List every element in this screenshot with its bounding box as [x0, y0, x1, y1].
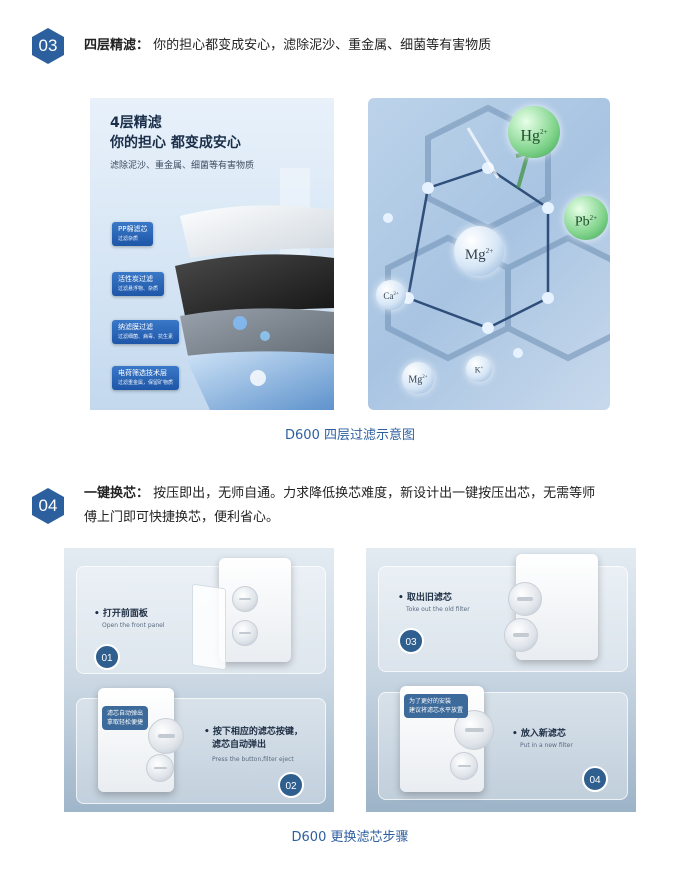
- hexagon-icon: [32, 28, 64, 64]
- filter-layers-image: 4层精滤 你的担心 都变成安心 滤除泥沙、重金属、细菌等有害物质 PP棉: [90, 98, 334, 410]
- layer-label-carbon: 活性炭过滤 过滤悬浮物、杂质: [112, 272, 165, 296]
- ion-k: K+: [466, 356, 492, 382]
- image-headline-1: 4层精滤: [110, 115, 162, 131]
- filter-steps-image-right: • 取出旧滤芯 Toke out the old filter 03 为了更好的…: [366, 548, 636, 812]
- image-headline-2: 你的担心 都变成安心: [110, 135, 241, 151]
- step-02-title: • 按下相应的滤芯按键， 滤芯自动弹出: [204, 727, 303, 750]
- filter-cartridge: [232, 620, 258, 646]
- ion-hg: Hg2+: [508, 106, 560, 158]
- purifier-unit-01: [219, 558, 291, 662]
- filter-cartridge-removed: [504, 618, 538, 652]
- section-3-title: 四层精滤：: [84, 38, 150, 53]
- figure-caption-steps: D600 更换滤芯步骤: [291, 830, 409, 845]
- section-4-title: 一键换芯：: [84, 486, 150, 501]
- layer-label-nanofiltration: 纳滤膜过滤 过滤细菌、病毒、抗生素: [112, 320, 180, 344]
- filter-steps-image-left: • 打开前面板 Open the front panel 01 滤芯自动弹出拿取…: [64, 548, 334, 812]
- section-number: 04: [38, 496, 58, 515]
- step-03-number: 03: [398, 628, 424, 654]
- section-number: 03: [38, 36, 58, 55]
- step-01-sub: Open the front panel: [102, 622, 165, 629]
- section-4-desc-2: 傅上门即可快捷换芯，便利省心。: [84, 510, 280, 525]
- filter-cartridge-ejected: [148, 718, 184, 754]
- section-number-badge-04: 04: [32, 488, 64, 524]
- step-04-title: • 放入新滤芯: [512, 729, 566, 739]
- section-4-text: 一键换芯： 按压即出，无师自通。力求降低换芯难度，新设计出一键按压出芯，无需等师…: [84, 482, 674, 530]
- step-04-sub: Put in a new filter: [520, 742, 573, 749]
- ion-mg-bottom: Mg2+: [402, 362, 434, 394]
- step-04-tip-bubble: 为了更好的安装建议将滤芯水平放置: [404, 694, 469, 718]
- step-03-title: • 取出旧滤芯: [398, 593, 452, 603]
- step-04-number: 04: [582, 766, 608, 792]
- front-panel-open: [192, 583, 226, 671]
- section-3-text: 四层精滤： 你的担心都变成安心，滤除泥沙、重金属、细菌等有害物质: [84, 34, 491, 58]
- step-02-number: 02: [278, 772, 304, 798]
- hex-lattice-graphic: [383, 104, 610, 362]
- layer-label-charge-screening: 电荷筛选技术层 过滤重金属，保留矿物质: [112, 366, 180, 390]
- filter-cartridge: [450, 752, 478, 780]
- section-4-desc-1: 按压即出，无师自通。力求降低换芯难度，新设计出一键按压出芯，无需等师: [153, 486, 596, 501]
- step-02-sub: Press the button,filter eject: [212, 756, 294, 763]
- step-01-number: 01: [94, 644, 120, 670]
- section-3-desc: 你的担心都变成安心，滤除泥沙、重金属、细菌等有害物质: [153, 38, 492, 53]
- ion-filtering-image: Hg2+ Pb2+ Mg2+ Ca2+ Mg2+ K+: [368, 98, 610, 410]
- filter-sheets-graphic: [175, 168, 334, 410]
- figure-caption-filter: D600 四层过滤示意图: [285, 428, 415, 443]
- hexagon-icon: [32, 488, 64, 524]
- ion-ca: Ca2+: [376, 280, 406, 310]
- section-number-badge-03: 03: [32, 28, 64, 64]
- step-01-title: • 打开前面板: [94, 609, 148, 619]
- step-03-sub: Toke out the old filter: [406, 606, 470, 613]
- image-subline: 滤除泥沙、重金属、细菌等有害物质: [110, 161, 255, 171]
- layer-label-pp: PP棉滤芯 过滤杂质: [112, 222, 154, 246]
- ion-mg-center: Mg2+: [454, 226, 504, 276]
- filter-cartridge: [232, 586, 258, 612]
- step-02-tip-bubble: 滤芯自动弹出拿取轻松便捷: [102, 706, 149, 730]
- ion-pb: Pb2+: [564, 196, 608, 240]
- filter-cartridge: [146, 754, 174, 782]
- filter-cartridge-removed: [508, 582, 542, 616]
